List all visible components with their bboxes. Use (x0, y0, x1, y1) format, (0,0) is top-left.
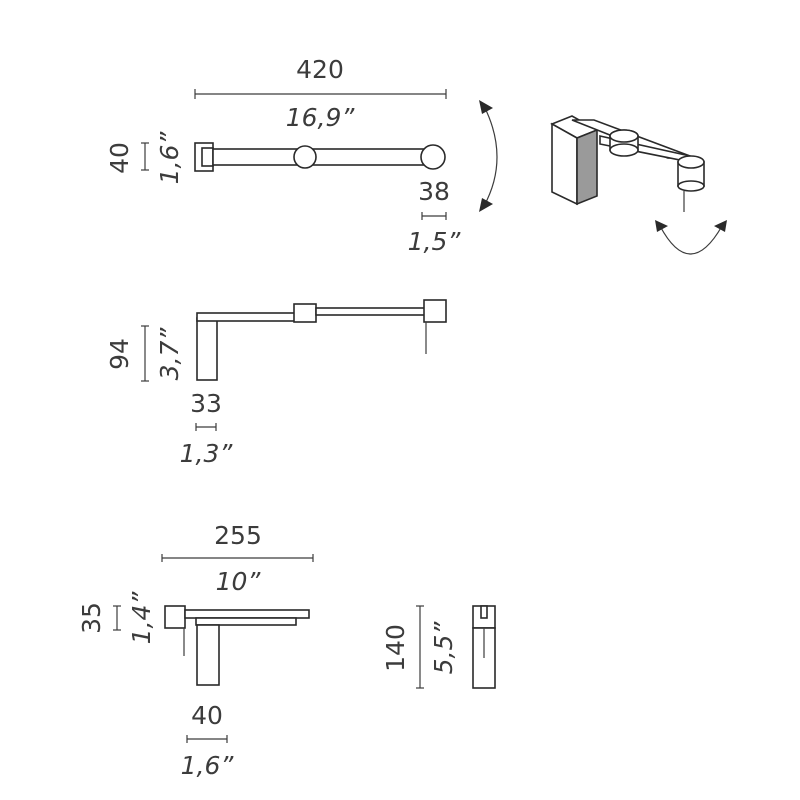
top-view: 420 16,9” 40 1,6” 38 1,5” (105, 55, 498, 256)
wall-mount-side (196, 317, 218, 381)
side-view: 94 3,7” 33 1,3” (105, 299, 447, 468)
folded-length-in: 10” (216, 567, 262, 596)
head-diameter-mm: 38 (418, 177, 450, 206)
front-height-mm: 140 (381, 624, 410, 672)
head-top (420, 144, 446, 170)
head-side (423, 299, 447, 323)
perspective-view (550, 115, 727, 255)
side-height-mm: 94 (105, 338, 134, 370)
side-height-in: 3,7” (155, 327, 184, 381)
front-view: 140 5,5” (381, 605, 496, 689)
front-height-in: 5,5” (429, 621, 458, 675)
head-diameter-in: 1,5” (408, 227, 462, 256)
base-width-in: 1,3” (180, 439, 234, 468)
joint-top (293, 145, 317, 169)
folded-height-mm: 35 (77, 602, 106, 634)
curved-double-arrow-icon (479, 100, 498, 212)
top-height-in: 1,6” (155, 131, 184, 185)
top-height-mm: 40 (105, 142, 134, 174)
top-length-mm: 420 (296, 55, 344, 84)
curved-double-arrow-icon (655, 220, 727, 255)
base-width-mm: 33 (190, 389, 222, 418)
folded-base-mm: 40 (191, 701, 223, 730)
folded-height-in: 1,4” (127, 591, 156, 645)
top-length-in: 16,9” (286, 103, 356, 132)
arm-top (212, 148, 426, 166)
folded-length-mm: 255 (214, 521, 262, 550)
wall-mount-folded (196, 624, 220, 686)
folded-base-in: 1,6” (181, 751, 235, 780)
folded-view: 255 10” 35 1,4” 40 1,6” (77, 521, 314, 780)
